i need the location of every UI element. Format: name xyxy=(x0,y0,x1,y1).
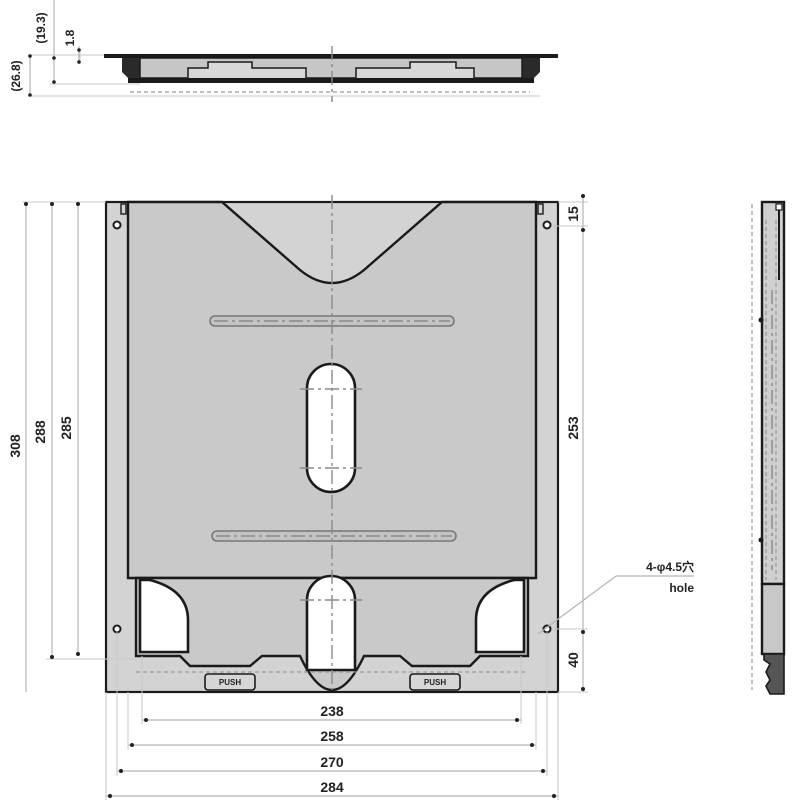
dim-label-flange-thickness: 1.8 xyxy=(63,29,77,46)
dim-label-overall-height: (26.8) xyxy=(9,60,23,91)
dim-label-238: 238 xyxy=(320,703,344,719)
center-oblong-hole xyxy=(305,362,357,494)
bottom-dimensions: 238 258 270 284 xyxy=(105,632,559,800)
dim-label-plate-285: 285 xyxy=(58,416,74,440)
hole-callout-line2: hole xyxy=(669,581,694,595)
dim-label-284: 284 xyxy=(320,779,344,795)
left-cutout xyxy=(138,578,190,654)
dim-label-frame-288: 288 xyxy=(32,420,48,444)
right-cutout xyxy=(474,578,526,654)
dim-label-15: 15 xyxy=(565,206,581,222)
push-label: PUSH xyxy=(424,678,446,687)
dim-label-253: 253 xyxy=(565,416,581,440)
mounting-hole-icon xyxy=(112,220,122,230)
dim-label-258: 258 xyxy=(320,728,344,744)
hole-callout-line1: 4-φ4.5穴 xyxy=(646,559,694,574)
top-section-view: (26.8) (19.3) 1.8 xyxy=(9,0,558,102)
left-dimensions: 308 288 285 xyxy=(7,201,136,692)
dim-label-270: 270 xyxy=(320,754,344,770)
mounting-hole-icon xyxy=(112,624,122,634)
push-label: PUSH xyxy=(219,678,241,687)
lower-oblong-hole xyxy=(305,574,357,672)
right-dimensions: 15 253 40 xyxy=(552,194,588,693)
mounting-hole-icon xyxy=(542,220,552,230)
push-tab-left[interactable]: PUSH xyxy=(204,673,256,691)
right-side-view xyxy=(751,200,786,695)
hole-callout: 4-φ4.5穴 hole xyxy=(537,559,694,635)
dim-label-overall-height-308: 308 xyxy=(7,434,23,458)
dim-label-body-height: (19.3) xyxy=(34,12,48,43)
front-view: PUSH PUSH xyxy=(104,195,560,694)
dim-label-40: 40 xyxy=(565,652,581,668)
push-tab-right[interactable]: PUSH xyxy=(409,673,461,691)
